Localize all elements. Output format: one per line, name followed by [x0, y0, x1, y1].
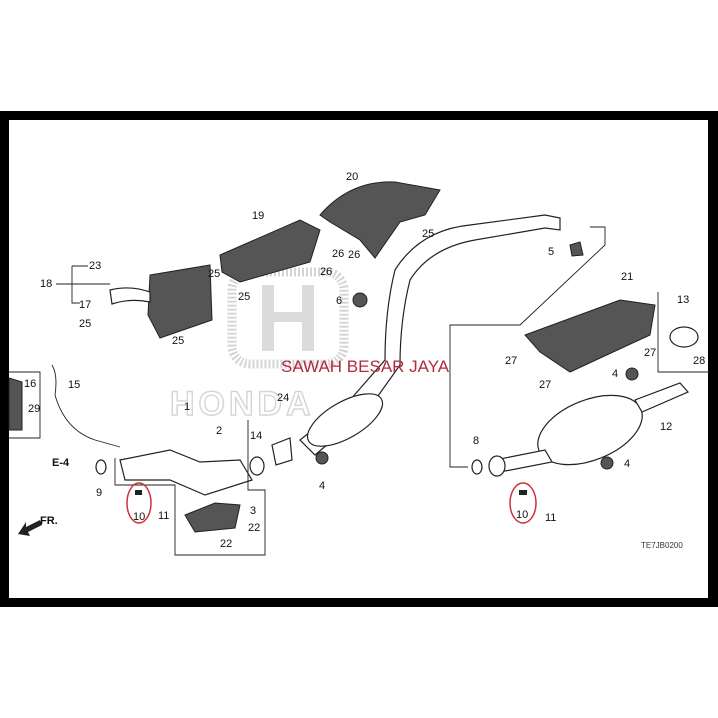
- group-bracket-13: [657, 292, 710, 373]
- label-25: 25: [422, 228, 434, 240]
- label-21: 21: [621, 271, 633, 283]
- label-5: 5: [548, 246, 554, 258]
- tailpipe-finisher-13: [669, 326, 699, 348]
- label-28: 28: [693, 355, 705, 367]
- label-2: 2: [216, 425, 222, 437]
- heat-shield-16: [8, 377, 23, 431]
- honda-logo-watermark: HONDA: [169, 267, 349, 424]
- front-flange: [271, 437, 293, 466]
- label-15: 15: [68, 379, 80, 391]
- group-bracket-18: [56, 265, 110, 304]
- honda-wordmark: HONDA: [170, 385, 315, 423]
- o2-sensor-wire-15: [51, 364, 121, 448]
- label-26: 26: [320, 266, 332, 278]
- hanger-5: [569, 241, 584, 257]
- label-9: 9: [96, 487, 102, 499]
- label-17: 17: [79, 299, 91, 311]
- heat-shield-19: [219, 219, 321, 283]
- label-12: 12: [660, 421, 672, 433]
- label-10: 10: [133, 511, 145, 523]
- label-11: 11: [545, 512, 556, 524]
- label-24: 24: [277, 392, 289, 404]
- label-14: 14: [250, 430, 262, 442]
- front-pipe-18: [109, 287, 151, 305]
- label-23: 23: [89, 260, 101, 272]
- label-22: 22: [248, 522, 260, 534]
- label-25: 25: [172, 335, 184, 347]
- label-27: 27: [505, 355, 517, 367]
- label-25: 25: [79, 318, 91, 330]
- label-4: 4: [612, 368, 618, 380]
- gasket-14: [249, 456, 265, 476]
- front-marker-label: FR.: [40, 515, 58, 527]
- label-4: 4: [624, 458, 630, 470]
- label-10: 10: [516, 509, 528, 521]
- label-e4: E-4: [52, 457, 70, 469]
- highlight-circle-10-right: [509, 482, 537, 524]
- mount-rubber-6: [352, 292, 368, 308]
- mount-rubber-4c: [600, 456, 614, 470]
- mount-rubber-4a: [315, 451, 329, 465]
- label-20: 20: [346, 171, 358, 183]
- label-16: 16: [24, 378, 36, 390]
- gasket-8: [471, 459, 483, 475]
- catalytic-converter: [119, 449, 253, 496]
- front-direction-arrow: FR.: [18, 515, 58, 536]
- nut-10-right: [519, 490, 527, 495]
- heat-shield-20: [319, 181, 441, 259]
- label-4: 4: [319, 480, 325, 492]
- label-26: 26: [348, 249, 360, 261]
- nut-10-left: [135, 490, 142, 495]
- label-18: 18: [40, 278, 52, 290]
- label-11: 11: [158, 510, 169, 522]
- label-6: 6: [336, 295, 342, 307]
- heat-shield-21: [524, 299, 656, 373]
- label-19: 19: [252, 210, 264, 222]
- label-8: 8: [473, 435, 479, 447]
- center-muffler: [306, 393, 384, 447]
- heat-shield-18: [147, 264, 213, 339]
- label-27: 27: [539, 379, 551, 391]
- rear-tailpipe: [634, 382, 689, 413]
- diagram-code: TE7JB0200: [641, 541, 683, 550]
- label-26: 26: [332, 248, 344, 260]
- label-3: 3: [250, 505, 256, 517]
- rear-muffler-12: [537, 394, 643, 466]
- label-25: 25: [208, 268, 220, 280]
- mount-rubber-4b: [625, 367, 639, 381]
- gasket-9: [95, 459, 107, 475]
- group-bracket-16: [9, 371, 41, 439]
- label-13: 13: [677, 294, 689, 306]
- highlight-circle-10-left: [126, 482, 152, 524]
- shop-watermark: SAWAH BESAR JAYA: [281, 357, 450, 376]
- label-25: 25: [238, 291, 250, 303]
- label-1: 1: [184, 401, 190, 413]
- group-bracket-left: [114, 420, 266, 556]
- rear-flange: [488, 455, 506, 477]
- group-bracket-right: [449, 226, 606, 468]
- part-labels: 20 19 23 18 17 25 25 25 25 25 26 26 26 6…: [24, 171, 705, 550]
- label-27: 27: [644, 347, 656, 359]
- heat-shield-3: [184, 502, 241, 533]
- label-29: 29: [28, 403, 40, 415]
- label-22: 22: [220, 538, 232, 550]
